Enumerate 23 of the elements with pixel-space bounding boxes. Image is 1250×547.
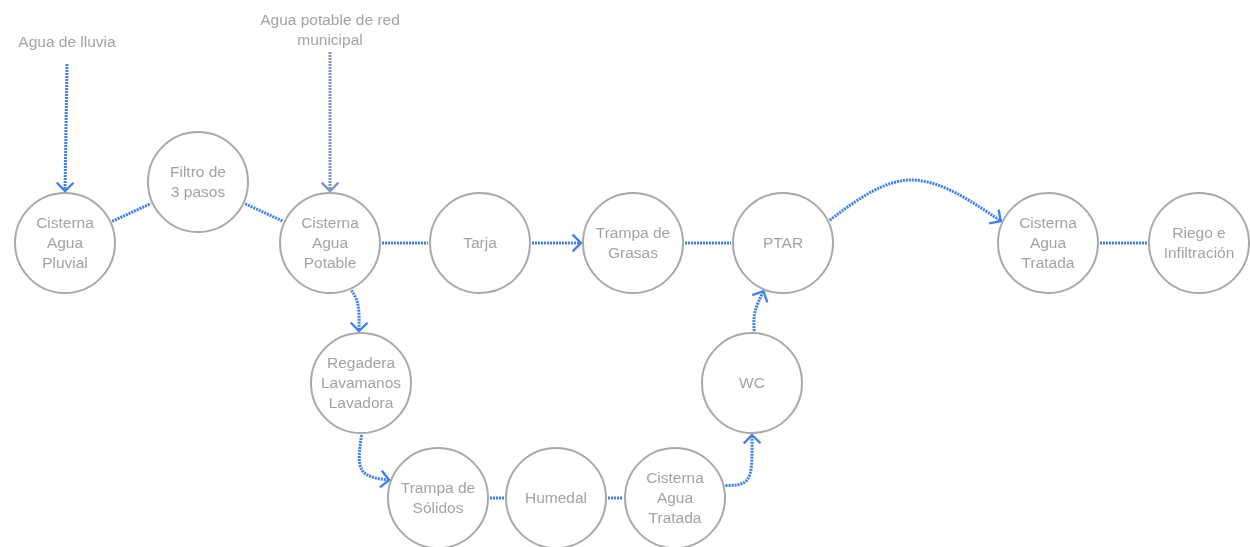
node-label: Humedal: [525, 487, 587, 508]
node-label: Cisterna Agua Tratada: [645, 467, 705, 529]
flow-arrow: [751, 290, 769, 332]
flow-arrow: [532, 233, 583, 253]
node-label: Cisterna Agua Pluvial: [35, 212, 95, 274]
flow-arrow: [349, 289, 369, 333]
node-label: WC: [739, 372, 765, 393]
flow-arrow: [320, 52, 340, 193]
node-label: Trampa de Sólidos: [400, 477, 476, 518]
node-label: Riego e Infiltración: [1162, 222, 1236, 263]
node-label: Filtro de 3 pasos: [169, 161, 227, 202]
source-label: Agua de lluvia: [18, 31, 116, 52]
node-label: Regadera Lavamanos Lavadora: [319, 352, 403, 414]
node-label: PTAR: [762, 232, 804, 253]
flow-arrow: [357, 434, 391, 489]
flow-arrow: [55, 63, 75, 193]
node-label: Trampa de Grasas: [595, 222, 671, 263]
flow-arrow: [828, 178, 1002, 225]
flow-arrow: [725, 433, 762, 487]
node-label: Cisterna Agua Tratada: [1018, 212, 1078, 274]
node-label: Tarja: [463, 232, 497, 253]
source-label: Agua potable de red municipal: [260, 9, 400, 50]
node-label: Cisterna Agua Potable: [300, 212, 360, 274]
